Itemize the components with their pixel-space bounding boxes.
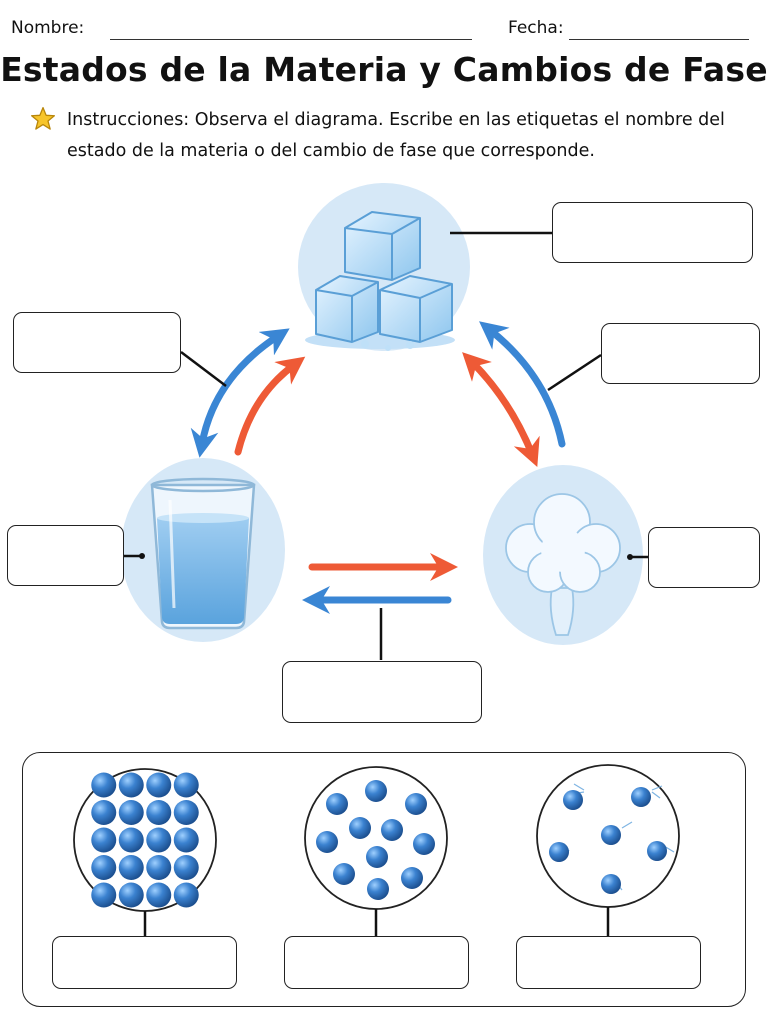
gas-particles: [549, 783, 675, 894]
bottom-phase-change-label-box[interactable]: [282, 661, 482, 723]
solid-particle: [173, 882, 199, 908]
right-red-arrow: [462, 352, 540, 467]
liquid-particles-label-box[interactable]: [284, 936, 469, 989]
solid-particles-label-box[interactable]: [52, 936, 237, 989]
liquid-state-label-box[interactable]: [7, 525, 124, 586]
solid-particle: [118, 882, 144, 908]
solid-particle: [91, 800, 117, 825]
liquid-particles: [316, 780, 435, 900]
solid-particle: [91, 882, 117, 908]
solid-particle: [118, 855, 144, 880]
left-red-arrow: [234, 356, 306, 456]
date-input-line[interactable]: [569, 39, 749, 40]
solid-particle: [91, 772, 117, 798]
left-phase-change-label-box[interactable]: [13, 312, 181, 373]
solid-particle: [146, 800, 172, 825]
gas-state-label-box[interactable]: [648, 527, 760, 588]
left-blue-arrow: [190, 328, 290, 458]
solid-particle: [146, 882, 172, 908]
ice-cubes-illustration: [305, 211, 455, 351]
solid-particle: [173, 800, 199, 825]
solid-particle: [146, 855, 172, 880]
name-label: Nombre:: [11, 18, 85, 38]
solid-particle: [173, 855, 199, 880]
steam-cloud-illustration: [505, 493, 621, 636]
solid-particle: [91, 855, 117, 880]
solid-particle: [146, 827, 172, 853]
solid-particle: [91, 827, 117, 853]
gas-particles-label-box[interactable]: [516, 936, 701, 989]
glass-of-water-illustration: [150, 477, 256, 630]
instructions-text: Instrucciones: Observa el diagrama. Escr…: [67, 110, 725, 161]
solid-particle: [146, 772, 172, 798]
solid-particle: [118, 772, 144, 798]
solid-particles: [91, 772, 199, 908]
name-input-line[interactable]: [110, 39, 472, 40]
solid-particle: [173, 772, 199, 798]
date-label: Fecha:: [508, 18, 564, 38]
right-phase-change-label-box[interactable]: [601, 323, 760, 384]
solid-particle: [118, 800, 144, 825]
page-title: Estados de la Materia y Cambios de Fase: [0, 50, 768, 89]
solid-particle: [173, 827, 199, 853]
solid-particle: [118, 827, 144, 853]
solid-state-label-box[interactable]: [552, 202, 753, 263]
particle-models-panel: [22, 752, 746, 1007]
star-icon: [30, 106, 56, 130]
